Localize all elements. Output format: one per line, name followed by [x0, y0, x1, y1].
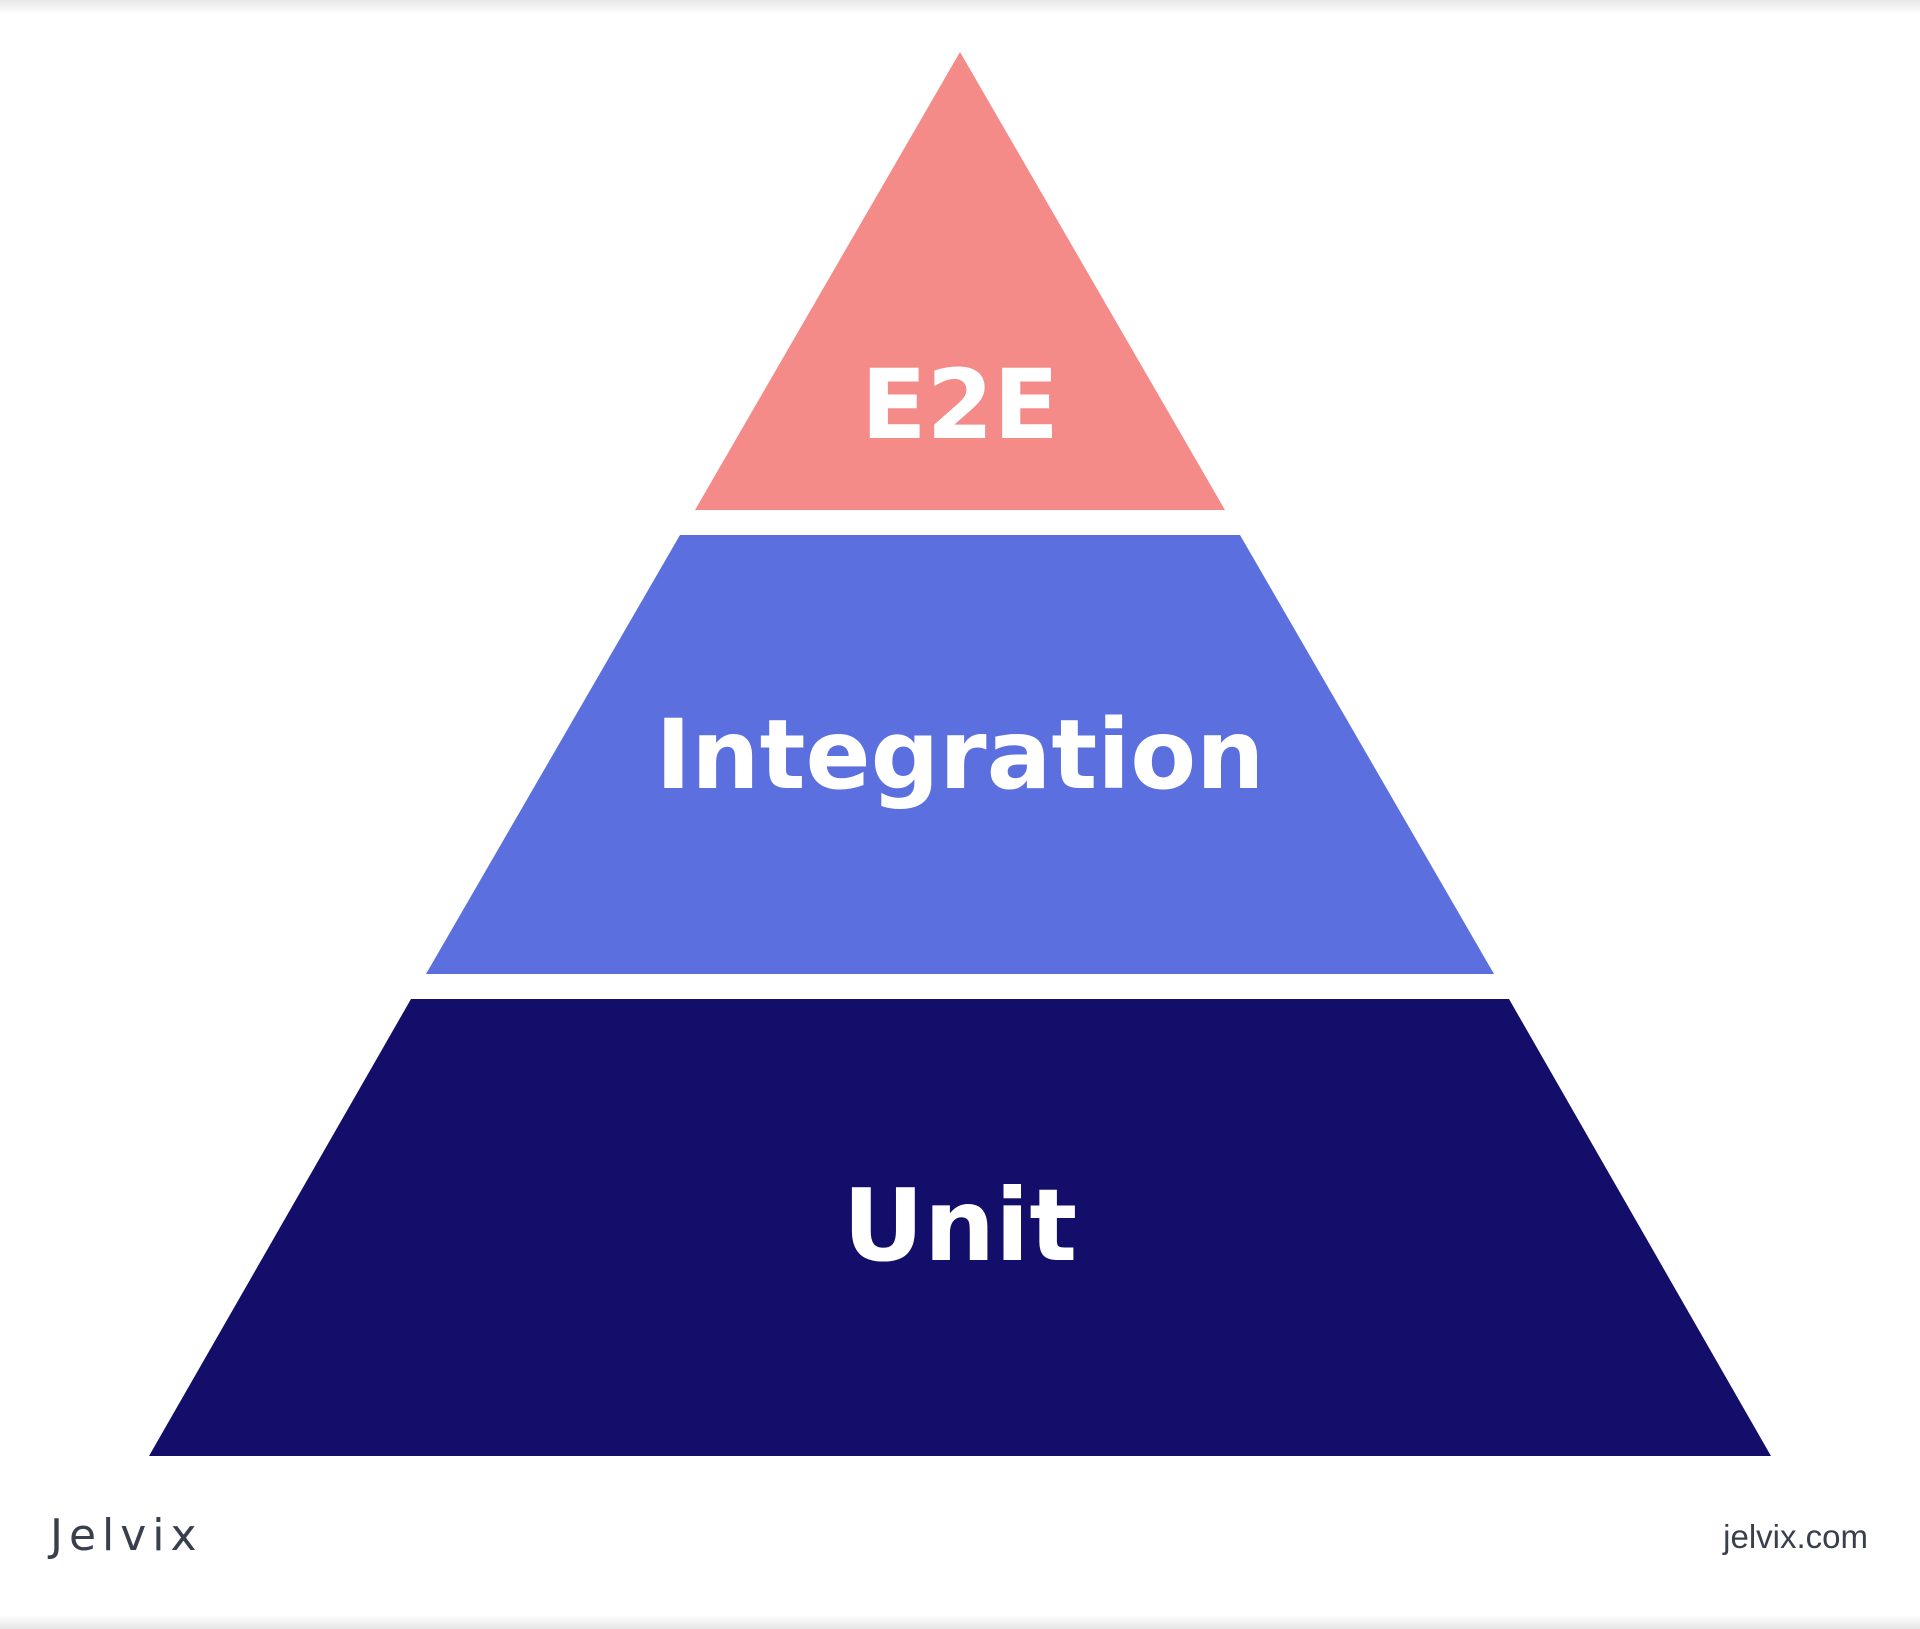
unit-tier-label: Unit: [843, 1167, 1077, 1284]
integration-tier: [426, 535, 1494, 974]
jelvix-logo: Jelvix: [50, 1510, 203, 1561]
bottom-shade: [0, 1615, 1920, 1629]
integration-tier-label: Integration: [656, 699, 1265, 811]
top-shade: [0, 0, 1920, 14]
e2e-tier: [695, 52, 1225, 510]
e2e-tier-label: E2E: [861, 349, 1059, 461]
website-url: jelvix.com: [1723, 1518, 1868, 1555]
unit-tier: [149, 999, 1771, 1456]
